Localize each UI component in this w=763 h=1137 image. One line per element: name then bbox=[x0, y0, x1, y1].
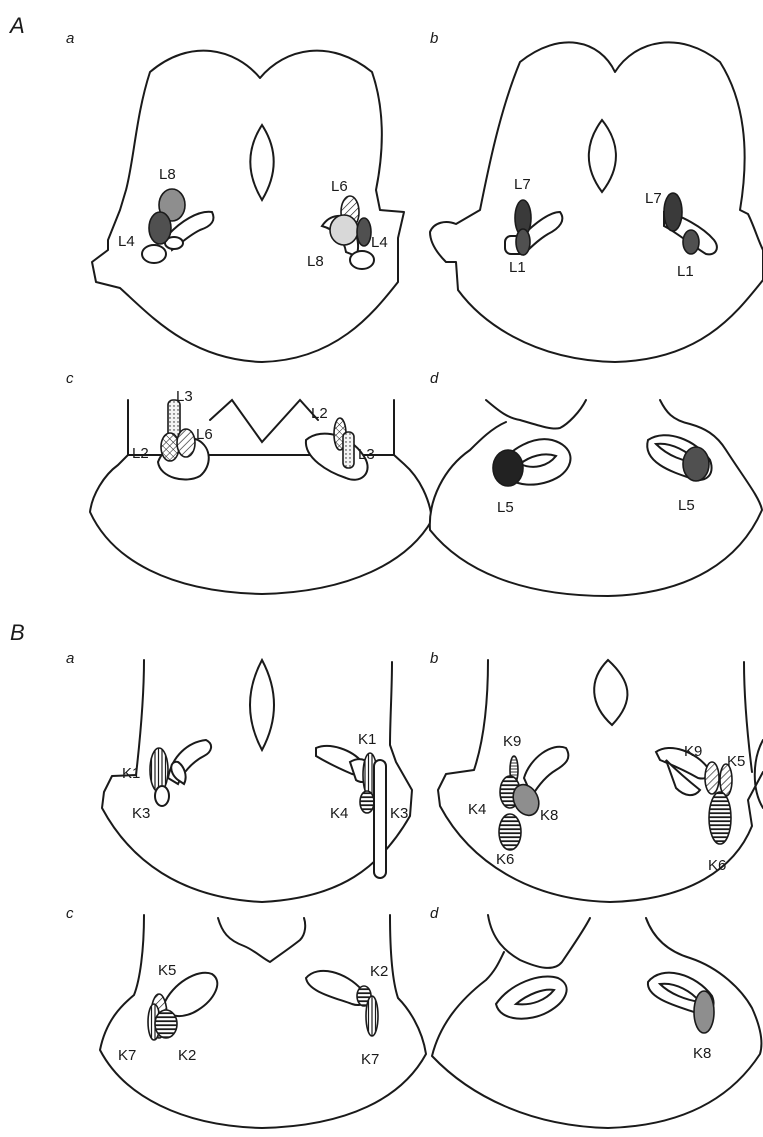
label-k2: K2 bbox=[178, 1047, 196, 1064]
lesion-k3-left bbox=[155, 786, 169, 806]
label-k8-right: K8 bbox=[693, 1045, 711, 1062]
label-k7: K7 bbox=[118, 1047, 136, 1064]
lesion-l5-left bbox=[493, 450, 523, 486]
lesion-k2-left bbox=[155, 1010, 177, 1038]
ventricle-notch bbox=[210, 400, 318, 442]
lesion-l8-right bbox=[330, 215, 358, 245]
label-l7: L7 bbox=[514, 176, 531, 193]
label-k3-right: K3 bbox=[390, 805, 408, 822]
label-l2-right: L2 bbox=[311, 405, 328, 422]
label-l6: L6 bbox=[196, 426, 213, 443]
panel-b-d: d K8 bbox=[430, 905, 761, 1128]
label-k6: K6 bbox=[496, 851, 514, 868]
panel-a-b-label: b bbox=[430, 30, 438, 47]
label-k8: K8 bbox=[540, 807, 558, 824]
lesion-k9-right bbox=[705, 762, 719, 794]
label-k7-right: K7 bbox=[361, 1051, 379, 1068]
label-k5: K5 bbox=[727, 753, 745, 770]
label-l4-right: L4 bbox=[371, 234, 388, 251]
label-l1: L1 bbox=[509, 259, 526, 276]
panel-b-a-label: a bbox=[66, 650, 74, 667]
label-l5: L5 bbox=[497, 499, 514, 516]
lesion-k6-left bbox=[499, 814, 521, 850]
label-k1-right: K1 bbox=[358, 731, 376, 748]
panel-a-c-label: c bbox=[66, 370, 74, 387]
lesion-l4-right bbox=[357, 218, 371, 246]
left-nucleus-oval bbox=[142, 245, 166, 263]
panel-a-d: d L5 L5 bbox=[430, 370, 762, 596]
label-k9-right: K9 bbox=[684, 743, 702, 760]
lesion-l5-right bbox=[683, 447, 709, 481]
lesion-l7-right bbox=[664, 193, 682, 231]
panel-b-b-label: b bbox=[430, 650, 438, 667]
brainstem-section-outline bbox=[430, 400, 762, 596]
panel-b-c-label: c bbox=[66, 905, 74, 922]
lesion-l3-right bbox=[343, 432, 354, 468]
label-l1-right: L1 bbox=[677, 263, 694, 280]
lesion-l2-left bbox=[161, 433, 179, 461]
brainstem-section-outline bbox=[430, 42, 763, 362]
lesion-k6-right bbox=[709, 792, 731, 844]
panel-b-c: c K5 K7 K2 K2 K7 bbox=[66, 905, 426, 1128]
label-l2: L2 bbox=[132, 445, 149, 462]
label-l7-right: L7 bbox=[645, 190, 662, 207]
lesion-l4-left bbox=[149, 212, 171, 244]
lesion-k1-left bbox=[150, 748, 168, 792]
label-l5-right: L5 bbox=[678, 497, 695, 514]
label-l8-right: L8 bbox=[307, 253, 324, 270]
label-k1: K1 bbox=[122, 765, 140, 782]
brainstem-section-outline bbox=[90, 455, 432, 594]
panel-a-a: a L8 L4 L6 L4 L8 bbox=[66, 30, 404, 362]
panel-b-b: b K9 K4 K8 K6 K9 K5 K6 bbox=[430, 650, 763, 902]
label-k6-right: K6 bbox=[708, 857, 726, 874]
label-l3-right: L3 bbox=[358, 446, 375, 463]
panel-b-a: a K1 K3 K1 K4 K3 bbox=[66, 650, 412, 902]
label-k2-right: K2 bbox=[370, 963, 388, 980]
panel-a-d-label: d bbox=[430, 370, 439, 387]
panel-a-a-label: a bbox=[66, 30, 74, 47]
label-k5-left: K5 bbox=[158, 962, 176, 979]
label-l6: L6 bbox=[331, 178, 348, 195]
panel-b-d-label: d bbox=[430, 905, 439, 922]
panel-a-b: b L7 L1 L7 L1 bbox=[430, 30, 763, 362]
label-l4: L4 bbox=[118, 233, 135, 250]
right-nucleus-oval bbox=[350, 251, 374, 269]
lesion-l6-left bbox=[177, 429, 195, 457]
lesion-l1-right bbox=[683, 230, 699, 254]
label-l8: L8 bbox=[159, 166, 176, 183]
lesion-k8-right bbox=[694, 991, 714, 1033]
label-k3: K3 bbox=[132, 805, 150, 822]
lesion-k7-right bbox=[366, 996, 378, 1036]
label-l3: L3 bbox=[176, 388, 193, 405]
section-b-label: B bbox=[10, 620, 25, 645]
lesion-k4-right bbox=[360, 791, 374, 813]
panel-a-c: c L3 L6 L2 L2 L3 bbox=[66, 370, 432, 594]
section-a-label: A bbox=[8, 13, 25, 38]
label-k4-left: K4 bbox=[468, 801, 486, 818]
lesion-k3-right bbox=[374, 760, 386, 878]
label-k9: K9 bbox=[503, 733, 521, 750]
lesion-l1-left bbox=[516, 229, 530, 255]
label-k4: K4 bbox=[330, 805, 348, 822]
